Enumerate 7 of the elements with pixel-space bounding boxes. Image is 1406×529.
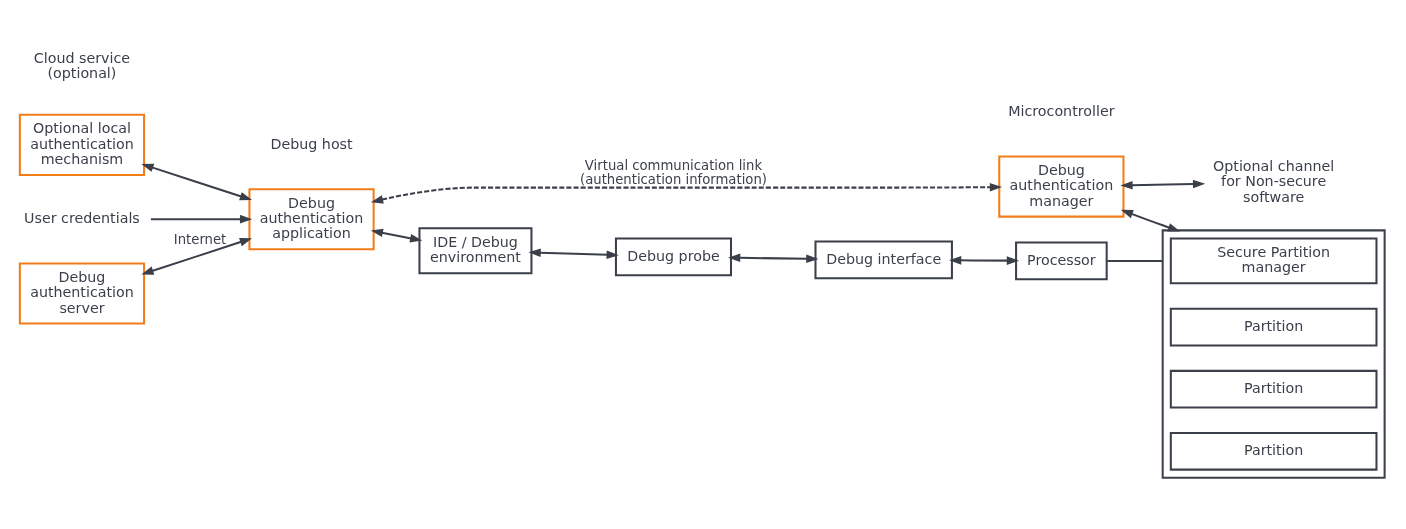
edge-label: Internet bbox=[173, 231, 227, 247]
label: Cloud service (optional) bbox=[33, 49, 131, 81]
label: Debug host bbox=[270, 135, 353, 152]
label: Microcontroller bbox=[1008, 102, 1115, 119]
edge-label: Virtual communication link (authentication information) bbox=[580, 157, 767, 187]
node-text: User credentials bbox=[24, 209, 140, 226]
node-text: Optional channel for Non-secure software bbox=[1213, 157, 1335, 205]
